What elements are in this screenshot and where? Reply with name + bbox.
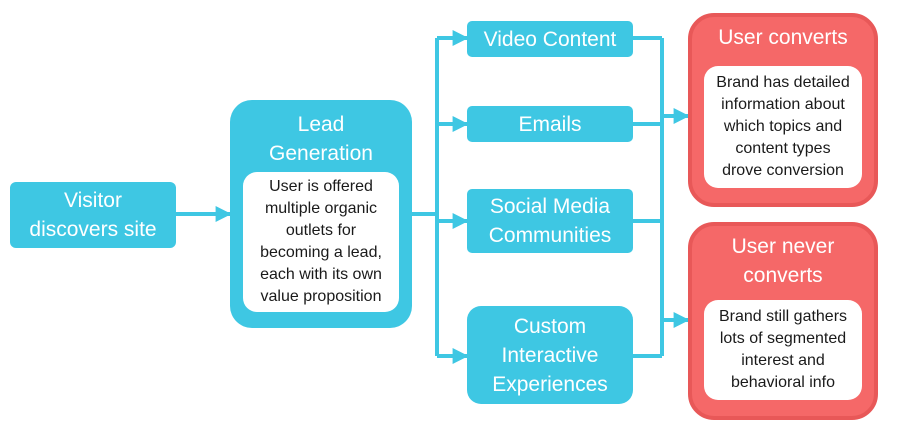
channel-label: Video Content bbox=[483, 27, 617, 51]
visitor-node: Visitor discovers site bbox=[10, 182, 176, 248]
outcome-description: Brand has detailed information about whi… bbox=[704, 66, 862, 188]
channel-label: Social Media Communities bbox=[488, 195, 612, 247]
visitor-label: Visitor discovers site bbox=[29, 189, 157, 241]
channel-label: Custom Interactive Experiences bbox=[492, 314, 608, 396]
channel-custom-interactive-experiences: Custom Interactive Experiences bbox=[467, 306, 633, 404]
lead-generation-description: User is offered multiple organic outlets… bbox=[243, 172, 399, 312]
outcome-description: Brand still gathers lots of segmented in… bbox=[704, 300, 862, 400]
channel-label: Emails bbox=[518, 112, 582, 136]
channel-video-content: Video Content bbox=[467, 21, 633, 57]
outcome-user-converts: User converts Brand has detailed informa… bbox=[688, 13, 878, 207]
outcome-title: User never converts bbox=[731, 235, 835, 287]
outcome-user-never-converts: User never converts Brand still gathers … bbox=[688, 222, 878, 420]
channel-emails: Emails bbox=[467, 106, 633, 142]
channel-social-media-communities: Social Media Communities bbox=[467, 189, 633, 253]
lead-generation-node: Lead Generation User is offered multiple… bbox=[230, 100, 412, 328]
outcome-title: User converts bbox=[718, 26, 848, 49]
lead-generation-title: Lead Generation bbox=[269, 113, 373, 165]
